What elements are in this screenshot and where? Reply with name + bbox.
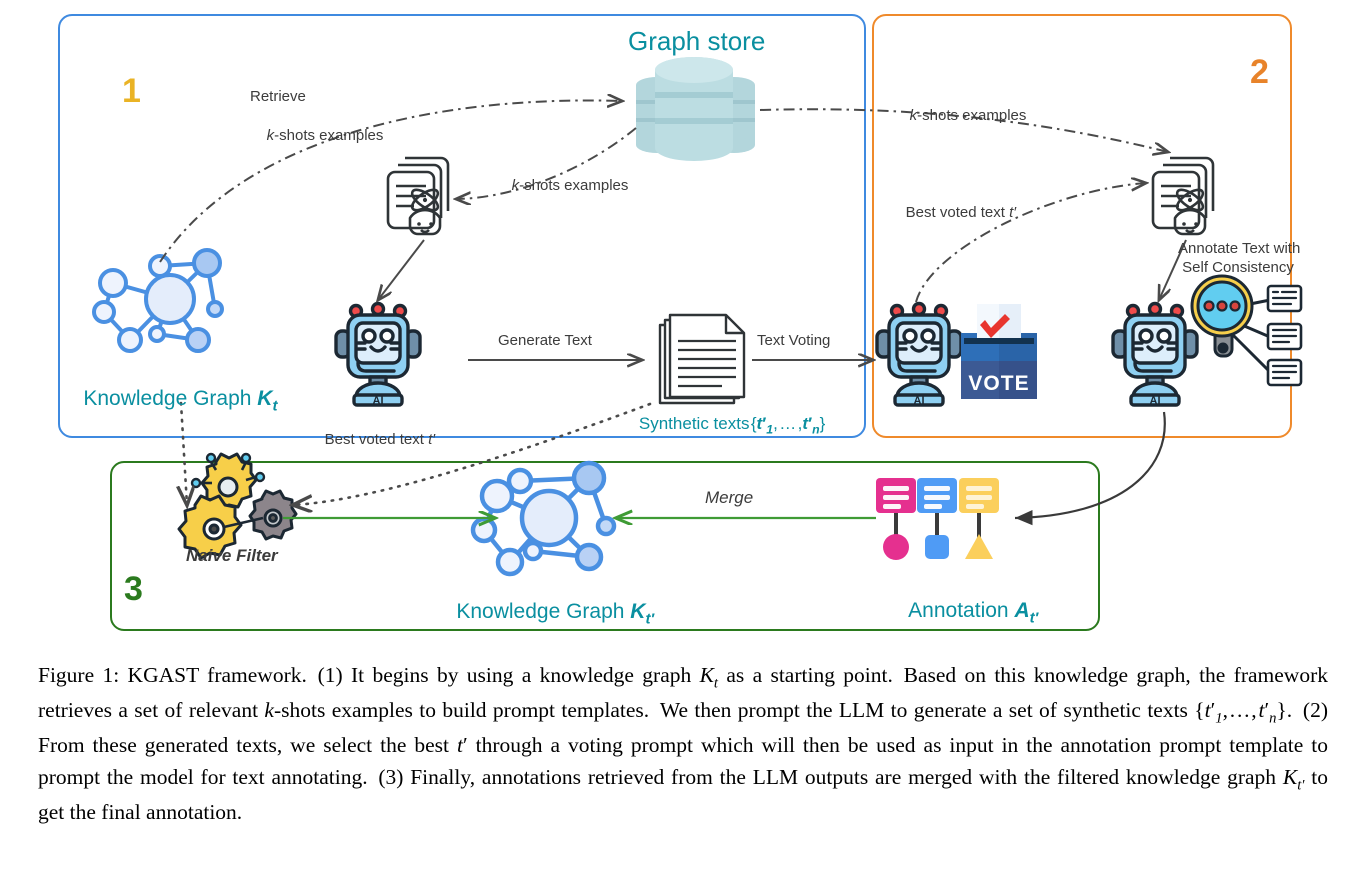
diagram-vector-layer: AI xyxy=(92,57,1303,577)
knowledge-graph-kt-prime-icon xyxy=(470,460,617,577)
label-generate-text: Generate Text xyxy=(498,332,592,349)
graph-store-icon xyxy=(636,57,755,161)
label-naive-filter: Naive Filter xyxy=(186,546,278,565)
arrow-best-voted-to-filter xyxy=(293,402,652,505)
kgast-framework-figure: AI xyxy=(58,14,1303,631)
label-retrieve: Retrieve xyxy=(250,88,306,105)
label-annotation-at-prime: Annotation At′ xyxy=(908,599,1039,627)
figure-caption: Figure 1: KGAST framework. (1) It begins… xyxy=(38,663,1329,824)
arrow-annotator-to-annotations xyxy=(1014,411,1166,526)
label-text-voting: Text Voting xyxy=(757,332,831,349)
llm-robot-generator-icon: AI xyxy=(334,301,422,407)
svg-text:AI: AI xyxy=(373,395,384,407)
label-kshots-right: k-shots examples xyxy=(909,106,1027,124)
graph-store-title: Graph store xyxy=(628,26,766,56)
label-retrieve-kshots: k-shots examples xyxy=(266,126,384,144)
label-merge: Merge xyxy=(705,488,754,507)
self-consistency-magnifier-icon xyxy=(1190,274,1303,387)
annotation-tags-icon xyxy=(876,478,999,560)
arrow-kshots-to-annotation-template xyxy=(759,108,1168,152)
label-best-voted-bottom: Best voted text t′ xyxy=(324,430,436,448)
vote-ballot-box-icon: VOTE xyxy=(961,304,1037,399)
llm-robot-voter-icon: AI xyxy=(875,301,963,407)
label-annotate-self-consistency: Annotate Text with Self Consistency xyxy=(1178,240,1301,276)
arrow-kshots-to-prompt-template xyxy=(456,127,637,199)
annotation-prompt-template-icon xyxy=(1151,156,1215,236)
svg-text:AI: AI xyxy=(1150,395,1161,407)
step-number-3: 3 xyxy=(124,570,143,608)
arrow-retrieve-kshots xyxy=(159,100,622,263)
label-knowledge-graph-kt: Knowledge Graph Kt xyxy=(83,387,278,415)
panel-step-2 xyxy=(872,14,1292,438)
step-number-1: 1 xyxy=(122,72,141,110)
llm-robot-annotator-icon: AI xyxy=(1111,301,1199,407)
arrow-kg-to-filter xyxy=(181,401,187,505)
panel-step-1 xyxy=(58,14,866,438)
arrow-annotate-text xyxy=(1159,239,1187,300)
svg-text:VOTE: VOTE xyxy=(968,372,1029,395)
step-number-2: 2 xyxy=(1250,53,1269,91)
arrow-prompt-to-generator xyxy=(378,239,425,300)
prompt-template-icon xyxy=(386,156,450,236)
knowledge-graph-kt-icon xyxy=(92,248,224,353)
svg-text:AI: AI xyxy=(914,395,925,407)
caption-label: Figure 1: xyxy=(38,663,120,687)
naive-filter-gears-icon xyxy=(177,452,298,560)
label-synthetic-texts: Synthetic texts {t′1, … ,t′n} xyxy=(638,414,826,437)
label-kshots-middle: k-shots examples xyxy=(511,176,629,194)
label-best-voted-right: Best voted text t′ xyxy=(905,203,1017,221)
synthetic-texts-icon xyxy=(658,313,746,405)
panel-step-3 xyxy=(110,461,1100,631)
label-knowledge-graph-kt-prime: Knowledge Graph Kt′ xyxy=(456,600,655,628)
